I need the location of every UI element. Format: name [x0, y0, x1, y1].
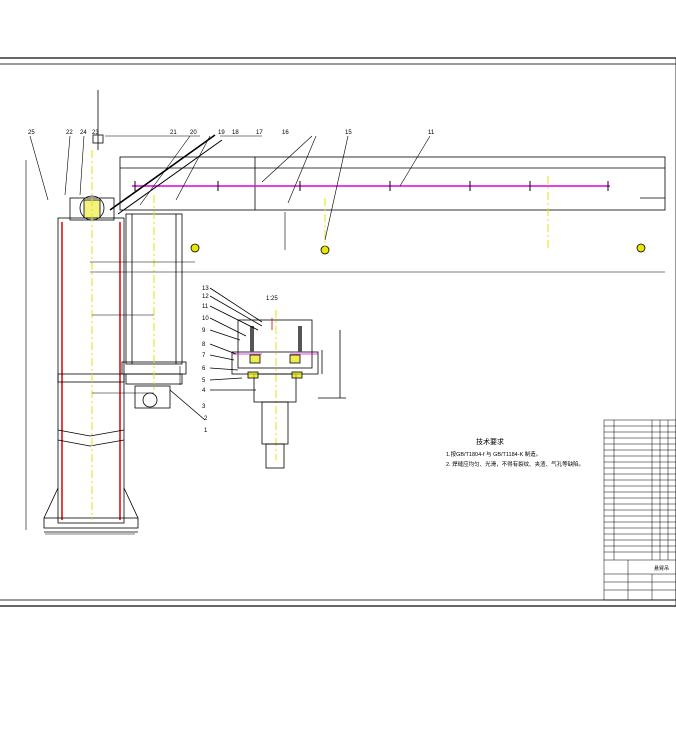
detail-scale: 1:25 [266, 296, 278, 302]
svg-text:11: 11 [202, 304, 209, 310]
svg-text:9: 9 [202, 328, 206, 334]
section-detail [209, 287, 346, 469]
svg-text:5: 5 [202, 378, 206, 384]
centerlines [91, 150, 549, 520]
leader-lines [29, 135, 431, 241]
svg-text:6: 6 [202, 366, 206, 372]
balloon-22: 22 [66, 130, 73, 136]
svg-text:2: 2 [204, 416, 208, 422]
jib-arm [119, 156, 666, 211]
balloon-15: 15 [345, 130, 352, 136]
svg-text:3: 3 [202, 404, 206, 410]
balloon-16: 16 [282, 130, 289, 136]
notes-line-1: 1.按GB/T1804-f 与 GB/T1184-K 制造。 [446, 450, 541, 458]
bottom-bracket [134, 385, 206, 421]
notes-line-2: 2. 焊缝应均匀、光滑，不得有裂纹、夹渣、气孔等缺陷。 [446, 460, 584, 468]
hook-icons [190, 243, 646, 255]
dimension-lines [25, 160, 665, 535]
sheet-frame [0, 57, 676, 607]
technical-notes: 技术要求 1.按GB/T1804-f 与 GB/T1184-K 制造。 2. 焊… [446, 437, 584, 468]
notes-title: 技术要求 [476, 437, 504, 446]
svg-text:1: 1 [204, 428, 208, 434]
title-block-name: 悬臂吊 [654, 565, 669, 572]
balloon-20: 20 [190, 130, 197, 136]
balloon-24: 24 [80, 130, 87, 136]
svg-text:7: 7 [202, 353, 206, 359]
parts-list-table [603, 419, 676, 601]
balloon-21: 21 [170, 130, 177, 136]
balloon-25: 25 [28, 130, 35, 136]
balloon-23: 23 [92, 130, 99, 136]
rail-stops [134, 181, 609, 191]
balloon-11: 11 [428, 130, 435, 136]
balloon-19: 19 [218, 130, 225, 136]
balloon-labels-top: 25 22 24 23 21 20 19 18 17 16 15 11 [28, 130, 435, 136]
balloon-labels-detail: 13 12 11 10 9 8 7 6 5 4 3 2 1 [202, 286, 209, 434]
balloon-17: 17 [256, 130, 263, 136]
svg-text:10: 10 [202, 316, 209, 322]
balloon-18: 18 [232, 130, 239, 136]
svg-text:4: 4 [202, 388, 206, 394]
svg-text:12: 12 [202, 294, 209, 300]
brace-tube [109, 134, 223, 385]
svg-text:13: 13 [202, 286, 209, 292]
column [43, 217, 139, 533]
svg-text:8: 8 [202, 342, 206, 348]
